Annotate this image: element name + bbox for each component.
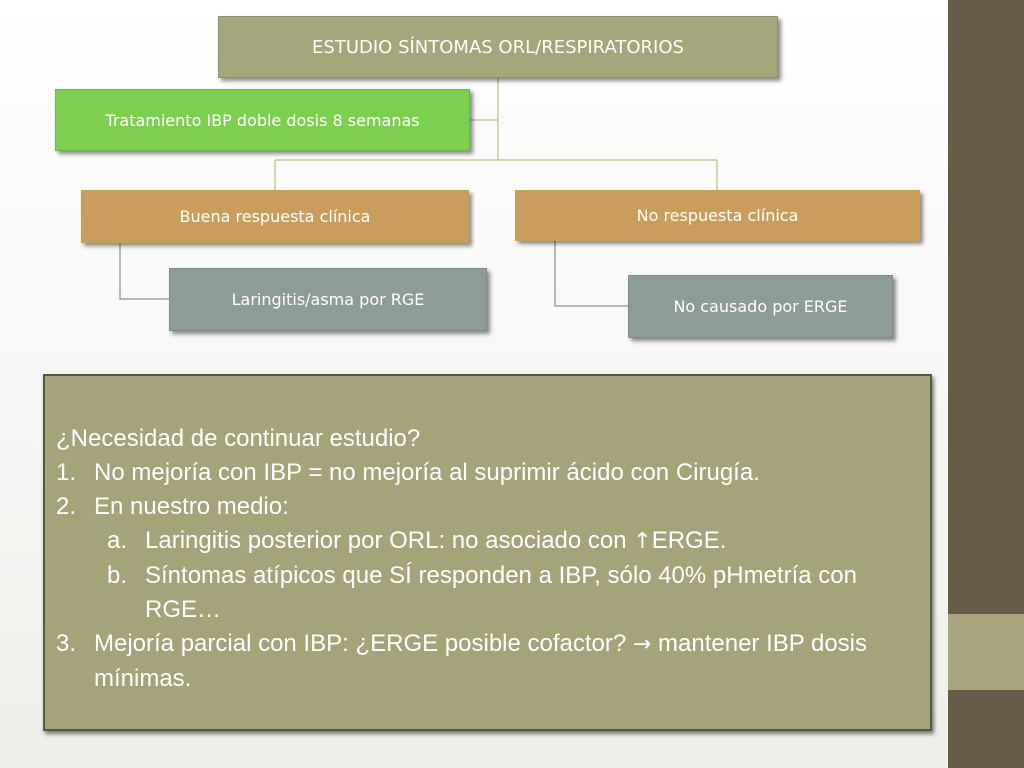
list-item-2-number: 2. [56, 493, 77, 520]
connector-good-result [119, 243, 169, 300]
no-result-label: No causado por ERGE [673, 297, 848, 316]
list-item-2b: b. Síntomas atípicos que SÍ responden a … [56, 559, 916, 627]
treatment-node: Tratamiento IBP doble dosis 8 semanas [55, 89, 470, 151]
root-node: ESTUDIO SÍNTOMAS ORL/RESPIRATORIOS [218, 16, 778, 78]
root-node-label: ESTUDIO SÍNTOMAS ORL/RESPIRATORIOS [312, 36, 684, 58]
list-item-3: 3. Mejoría parcial con IBP: ¿ERGE posibl… [56, 627, 916, 696]
good-response-label: Buena respuesta clínica [179, 207, 371, 226]
list-item-2a-text-before: Laringitis posterior por ORL: no asociad… [145, 527, 634, 554]
no-result-node: No causado por ERGE [628, 275, 893, 338]
list-item-2b-letter: b. [107, 562, 128, 589]
list-item-3-text-before: Mejoría parcial con IBP: ¿ERGE posible c… [94, 630, 633, 657]
diagram-connectors [119, 78, 718, 307]
list-item-1-text: No mejoría con IBP = no mejoría al supri… [94, 459, 760, 486]
list-item-1-number: 1. [56, 459, 77, 486]
good-result-label: Laringitis/asma por RGE [231, 290, 425, 309]
no-response-label: No respuesta clínica [636, 206, 799, 225]
list-item-2-text: En nuestro medio: [94, 493, 289, 520]
up-arrow-icon: ↑ [633, 529, 652, 554]
list-item-2a-text-after: ERGE. [651, 527, 727, 554]
no-response-node: No respuesta clínica [515, 190, 920, 241]
treatment-node-label: Tratamiento IBP doble dosis 8 semanas [105, 110, 420, 130]
list-item-3-number: 3. [56, 630, 77, 657]
sidebar-accent-block [948, 614, 1024, 690]
right-arrow-icon: → [632, 632, 652, 657]
notes-panel: ¿Necesidad de continuar estudio? 1. No m… [43, 374, 932, 731]
list-item-3-text-after: mantener IBP dosis mínimas. [94, 630, 868, 692]
good-response-node: Buena respuesta clínica [81, 190, 469, 243]
list-item-2a-letter: a. [107, 527, 128, 554]
list-item-2b-text: Síntomas atípicos que SÍ responden a IBP… [145, 562, 857, 623]
good-result-node: Laringitis/asma por RGE [169, 268, 487, 331]
panel-question: ¿Necesidad de continuar estudio? [56, 422, 916, 456]
list-item-2: 2. En nuestro medio: [56, 490, 916, 524]
list-item-1: 1. No mejoría con IBP = no mejoría al su… [56, 456, 916, 490]
panel-question-text: ¿Necesidad de continuar estudio? [56, 425, 421, 452]
connector-no-result [554, 241, 628, 307]
list-item-2a: a. Laringitis posterior por ORL: no asoc… [56, 524, 916, 559]
